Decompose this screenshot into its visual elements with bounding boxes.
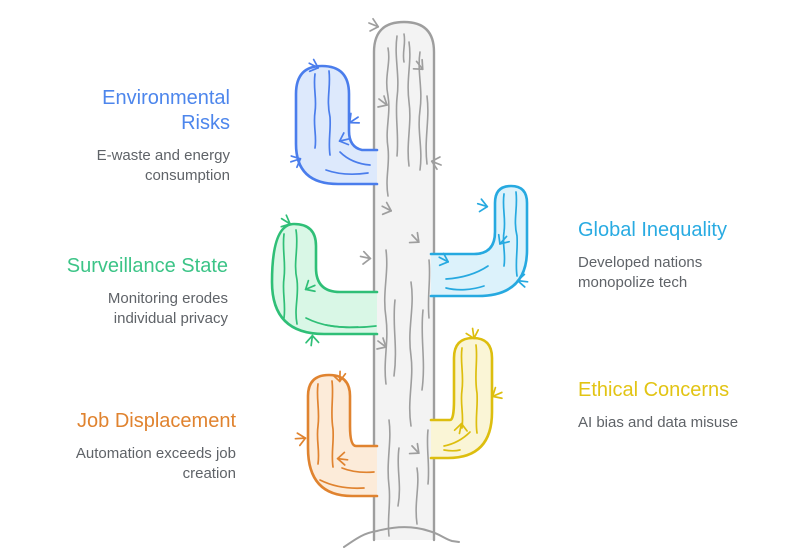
cactus-spine-icon [357,249,373,265]
label-surveillance-state: Surveillance State Monitoring erodes ind… [43,254,228,329]
cactus-spine-icon [366,17,380,32]
label-title: Global Inequality [578,219,727,241]
label-title: Environmental Risks [102,87,230,134]
cactus-arm-global [429,184,531,298]
label-global-inequality: Global Inequality Developed nations mono… [578,218,753,293]
cactus-arm-ethical [429,324,506,460]
cactus-spine-icon [303,333,320,349]
cactus-trunk-outline [372,20,436,542]
label-description: Developed nations monopolize tech [578,254,703,291]
cactus-texture-lines [383,33,431,537]
label-environmental-risks: Environmental Risks E-waste and energy c… [65,86,230,186]
label-description: E-waste and energy consumption [96,147,230,184]
label-description: Automation exceeds job creation [75,445,236,482]
label-description: AI bias and data misuse [578,414,739,431]
cactus-spine-icon [291,430,308,447]
cactus-spine-icon [279,214,292,228]
cactus-spine-icon [474,197,489,213]
label-title: Surveillance State [66,255,228,277]
label-job-displacement: Job Displacement Automation exceeds job … [51,409,236,484]
label-ethical-concerns: Ethical Concerns AI bias and data misuse [578,378,798,433]
cactus-arm-job [291,368,379,498]
label-description: Monitoring erodes individual privacy [107,290,228,327]
label-title: Ethical Concerns [578,379,730,401]
cactus-trunk-body [374,22,434,540]
ground-line [343,526,460,548]
cactus-arm-surveillance [270,214,379,349]
cactus-arm-environmental [287,58,379,186]
label-title: Job Displacement [77,410,236,432]
cactus-trunk [357,17,444,542]
